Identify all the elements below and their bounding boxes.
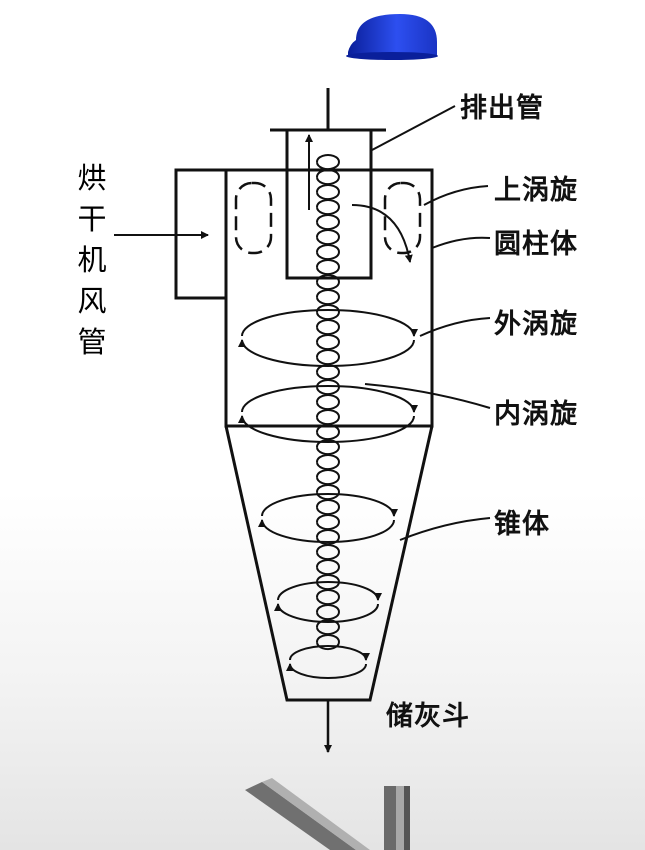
label-outlet-pipe: 排出管: [460, 93, 544, 124]
outer-vortex-arc: [238, 339, 415, 367]
label-dryer-duct-char: 机: [77, 243, 107, 277]
blue-cap-icon: [346, 14, 438, 60]
outer-vortex-arc: [241, 309, 418, 337]
outlet-pipe: [270, 128, 386, 280]
bottom-pipes: [245, 778, 410, 850]
label-inner-vortex: 内涡旋: [494, 399, 578, 430]
outer-vortex-loops: [238, 309, 418, 679]
cone-body: [224, 425, 434, 702]
label-upper-vortex: 上涡旋: [494, 175, 578, 206]
label-dryer-duct-char: 风: [77, 284, 107, 318]
label-cone: 锥体: [494, 509, 550, 540]
outer-vortex-arc: [286, 663, 367, 679]
outer-vortex-arc: [241, 385, 418, 413]
label-cylinder: 圆柱体: [494, 229, 578, 260]
label-ash-hopper: 储灰斗: [386, 701, 470, 732]
upper-swirl-arrow: [351, 204, 413, 263]
outer-vortex-arc: [261, 493, 398, 517]
label-outer-vortex: 外涡旋: [494, 309, 578, 340]
upper-vortex-right: [383, 181, 422, 255]
outer-vortex-arc: [277, 581, 382, 601]
label-dryer-duct-char: 干: [77, 202, 107, 236]
label-dryer-duct-char: 管: [77, 325, 107, 359]
outer-vortex-arc: [289, 645, 370, 661]
spiral-coils: [316, 154, 340, 651]
outer-vortex-arc: [238, 415, 415, 443]
outer-vortex-arc: [274, 603, 379, 623]
leader-lines: [364, 105, 491, 541]
inner-vortex-spiral: [316, 154, 340, 651]
upper-vortex-left: [234, 181, 273, 255]
outer-vortex-arc: [258, 519, 395, 543]
label-dryer-duct-char: 烘: [77, 161, 107, 195]
label-dryer-duct: 烘 干 机 风 管: [72, 158, 112, 363]
